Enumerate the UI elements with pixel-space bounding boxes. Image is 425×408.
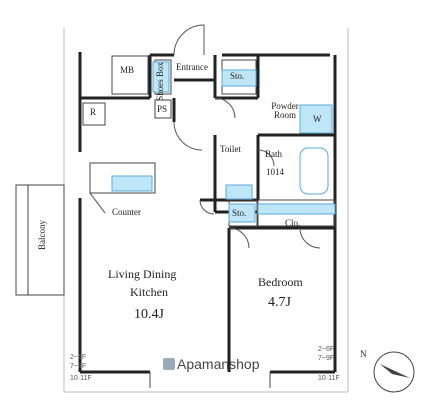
fixtures	[111, 61, 336, 223]
right-floor-note-b: 7~9F	[318, 355, 335, 362]
entrance-label: Entrance	[176, 62, 208, 72]
powder-room-label: Powder Room	[271, 101, 299, 120]
toilet-label: Toilet	[220, 144, 241, 154]
left-floor-note-b: 7~9F	[70, 363, 87, 370]
ldk-label-line1: Living Dining	[108, 267, 177, 281]
apamanshop-logo-icon	[163, 358, 175, 370]
right-floor-note-c: 10·11F	[318, 375, 340, 382]
storage-mid-label: Sto.	[232, 208, 247, 218]
ps-label: PS	[157, 104, 168, 114]
left-floor-note-c: 10·11F	[70, 375, 92, 382]
bath-label: Bath	[265, 149, 282, 159]
washer-label: W	[313, 114, 322, 124]
storage-top-label: Sto.	[230, 71, 245, 81]
left-floor-note-a: 2~6F	[70, 354, 87, 361]
compass-icon	[373, 351, 415, 393]
ldk-label-line2: Kitchen	[130, 285, 168, 299]
closet-label: Clo.	[285, 218, 301, 228]
compass-north-label: N	[360, 349, 367, 359]
bedroom-size-label: 4.7J	[268, 295, 291, 310]
walls	[78, 52, 337, 374]
watermark-text: Apamanshop	[177, 356, 260, 372]
right-floor-note-a: 2~6F	[318, 346, 335, 353]
shoes-box-label: Shoes Box	[155, 62, 165, 101]
mb-label: MB	[120, 65, 135, 75]
watermark: Apamanshop	[163, 357, 260, 371]
bath-size-label: 1014	[266, 167, 284, 177]
balcony-label: Balcony	[37, 220, 47, 250]
ldk-size-label: 10.4J	[134, 307, 164, 322]
refrigerator-label: R	[90, 107, 97, 117]
thin-lines	[15, 55, 336, 388]
door-swings	[173, 24, 321, 249]
bedroom-label: Bedroom	[258, 275, 303, 289]
counter-label: Counter	[112, 207, 141, 217]
